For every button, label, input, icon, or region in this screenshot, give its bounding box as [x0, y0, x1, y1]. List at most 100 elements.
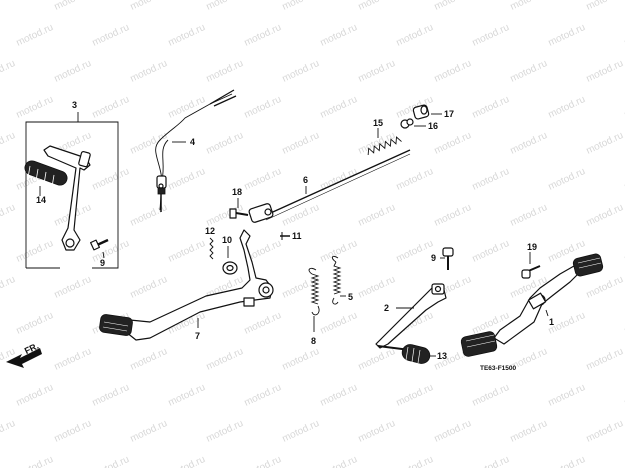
- watermark-text: motod.ru: [357, 346, 397, 373]
- watermark-text: motod.ru: [319, 454, 359, 468]
- callout-18: 17: [444, 109, 454, 119]
- callout-9b: 19: [527, 242, 537, 252]
- watermark-text: motod.ru: [281, 346, 321, 373]
- watermark-text: motod.ru: [471, 22, 511, 49]
- watermark-text: motod.ru: [129, 0, 169, 13]
- watermark-text: motod.ru: [395, 166, 435, 193]
- watermark-text: motod.ru: [53, 58, 93, 85]
- watermark-text: motod.ru: [205, 130, 245, 157]
- watermark-text: motod.ru: [281, 418, 321, 445]
- watermark-text: motod.ru: [281, 130, 321, 157]
- shift-arm-2: [375, 283, 447, 351]
- watermark-text: motod.ru: [205, 202, 245, 229]
- callout-3: 3: [72, 100, 77, 110]
- stop-switch-4: [155, 89, 237, 212]
- watermark-text: motod.ru: [585, 0, 625, 13]
- shift-pedal-rubber: [24, 160, 68, 188]
- watermark-text: motod.ru: [243, 22, 283, 49]
- watermark-text: motod.ru: [433, 58, 473, 85]
- watermark-text: motod.ru: [319, 238, 359, 265]
- spring-8: [308, 267, 320, 332]
- watermark-text: motod.ru: [243, 94, 283, 121]
- brake-pedal-pad: [99, 314, 133, 336]
- watermark-text: motod.ru: [0, 202, 17, 229]
- watermark-text: motod.ru: [0, 274, 17, 301]
- watermark-text: motod.ru: [0, 418, 17, 445]
- callout-12: 11: [292, 231, 302, 241]
- watermark-text: motod.ru: [281, 0, 321, 13]
- brake-rod-6: [248, 149, 411, 223]
- shift-arm: [375, 287, 447, 349]
- watermark-text: motod.ru: [91, 94, 131, 121]
- watermark-text: motod.ru: [205, 0, 245, 13]
- watermark-text: motod.ru: [129, 274, 169, 301]
- callout-14: 13: [437, 351, 447, 361]
- watermark-text: motod.ru: [395, 382, 435, 409]
- watermark-text: motod.ru: [471, 238, 511, 265]
- rod-joint: [248, 203, 274, 223]
- callout-2: 2: [384, 303, 389, 313]
- step-pad-left: [460, 331, 498, 357]
- callout-1: 1: [549, 317, 554, 327]
- watermark-text: motod.ru: [547, 166, 587, 193]
- spring-pin-13: [209, 237, 214, 260]
- watermark-text: motod.ru: [395, 454, 435, 468]
- watermark-text: motod.ru: [547, 454, 587, 468]
- watermark-text: motod.ru: [15, 310, 55, 337]
- brake-pedal-arm: [125, 229, 273, 341]
- watermark-text: motod.ru: [547, 382, 587, 409]
- watermark-text: motod.ru: [357, 274, 397, 301]
- bolt-19: [229, 198, 249, 219]
- watermark-text: motod.ru: [585, 130, 625, 157]
- watermark-text: motod.ru: [471, 382, 511, 409]
- watermark-text: motod.ru: [53, 418, 93, 445]
- watermark-text: motod.ru: [129, 346, 169, 373]
- watermark-text: motod.ru: [509, 0, 549, 13]
- watermark-text: motod.ru: [243, 454, 283, 468]
- watermark-text: motod.ru: [167, 238, 207, 265]
- watermark-text: motod.ru: [547, 94, 587, 121]
- watermark-text: motod.ru: [433, 0, 473, 13]
- drawing-code: TE63-F1500: [480, 365, 517, 372]
- bolt-9-center: [440, 247, 454, 270]
- callout-8: 8: [311, 336, 316, 346]
- watermark-text: motod.ru: [53, 346, 93, 373]
- callout-9a: 9: [431, 253, 436, 263]
- watermark-text: motod.ru: [319, 22, 359, 49]
- watermark-text: motod.ru: [509, 202, 549, 229]
- watermark-text: motod.ru: [357, 418, 397, 445]
- watermark-text: motod.ru: [53, 0, 93, 13]
- callout-6: 6: [303, 175, 308, 185]
- watermark-text: motod.ru: [509, 130, 549, 157]
- watermark-text: motod.ru: [243, 382, 283, 409]
- callout-17: 16: [428, 121, 438, 131]
- watermark-text: motod.ru: [205, 418, 245, 445]
- watermark-text: motod.ru: [15, 454, 55, 468]
- watermark-text: motod.ru: [433, 418, 473, 445]
- watermark-text: motod.ru: [281, 58, 321, 85]
- watermark-text: motod.ru: [0, 0, 17, 13]
- watermark-text: motod.ru: [395, 238, 435, 265]
- watermark-text: motod.ru: [91, 382, 131, 409]
- watermark-text: motod.ru: [243, 310, 283, 337]
- washer-11: [222, 246, 238, 275]
- watermark-text: motod.ru: [15, 94, 55, 121]
- watermark-text: motod.ru: [129, 202, 169, 229]
- front-direction-arrow: [6, 348, 42, 368]
- watermark-text: motod.ru: [0, 58, 17, 85]
- watermark-text: motod.ru: [129, 58, 169, 85]
- callout-11: 10: [222, 235, 232, 245]
- callout-19: 18: [232, 187, 242, 197]
- watermark-text: motod.ru: [91, 22, 131, 49]
- watermark-text: motod.ru: [15, 238, 55, 265]
- gear-shift-pedal-assembly: [24, 112, 119, 269]
- joint-17: [400, 118, 426, 129]
- watermark-text: motod.ru: [471, 454, 511, 468]
- bolt-10: [89, 238, 109, 251]
- watermark-text: motod.ru: [395, 22, 435, 49]
- callout-13: 12: [205, 226, 215, 236]
- pin-12: [280, 232, 290, 240]
- watermark-text: motod.ru: [471, 166, 511, 193]
- callout-5: 5: [348, 292, 353, 302]
